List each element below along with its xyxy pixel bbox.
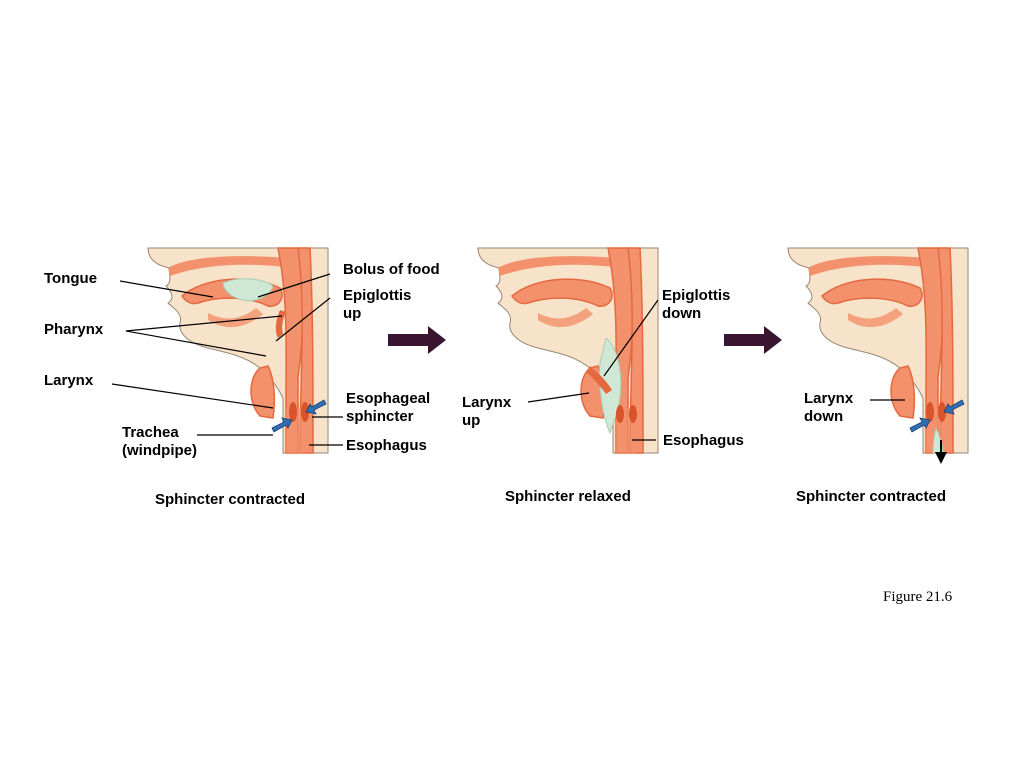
label-epiglottis-down: Epiglottis down xyxy=(662,287,731,322)
caption-panel-2: Sphincter relaxed xyxy=(505,488,631,505)
transition-arrow-icon xyxy=(388,326,446,354)
label-esophagus: Esophagus xyxy=(346,437,427,454)
label-bolus-of-food: Bolus of food xyxy=(343,261,440,278)
sphincter-panel-2 xyxy=(616,405,637,423)
bolus xyxy=(599,337,622,435)
sphincter-arrow-icon xyxy=(943,399,965,415)
label-epiglottis-up: Epiglottis up xyxy=(343,287,412,322)
label-esophagus: Esophagus xyxy=(663,432,744,449)
sphincter-arrow-icon xyxy=(305,399,327,415)
sphincter-panel-1 xyxy=(271,399,327,433)
label-larynx-up: Larynx up xyxy=(462,394,512,429)
transition-arrow-icon xyxy=(724,326,782,354)
label-larynx: Larynx xyxy=(44,372,94,389)
sphincter-arrow-icon xyxy=(271,417,293,433)
label-esophageal-sphincter: Esophageal sphincter xyxy=(346,390,431,425)
sphincter-arrow-icon xyxy=(909,417,931,433)
label-trachea: Trachea (windpipe) xyxy=(122,424,197,459)
panel-2-illustration xyxy=(477,247,659,454)
label-pharynx: Pharynx xyxy=(44,321,104,338)
caption-panel-1: Sphincter contracted xyxy=(155,491,306,508)
figure-label: Figure 21.6 xyxy=(883,589,953,605)
label-tongue: Tongue xyxy=(44,270,98,287)
bolus xyxy=(222,278,274,302)
panel-1-illustration xyxy=(147,247,329,454)
caption-panel-3: Sphincter contracted xyxy=(796,488,947,505)
epiglottis-up xyxy=(275,310,286,338)
label-larynx-down: Larynx down xyxy=(804,390,854,425)
leader-lines xyxy=(111,273,905,446)
sphincter-panel-3 xyxy=(909,399,965,464)
epiglottis-down xyxy=(586,366,612,394)
